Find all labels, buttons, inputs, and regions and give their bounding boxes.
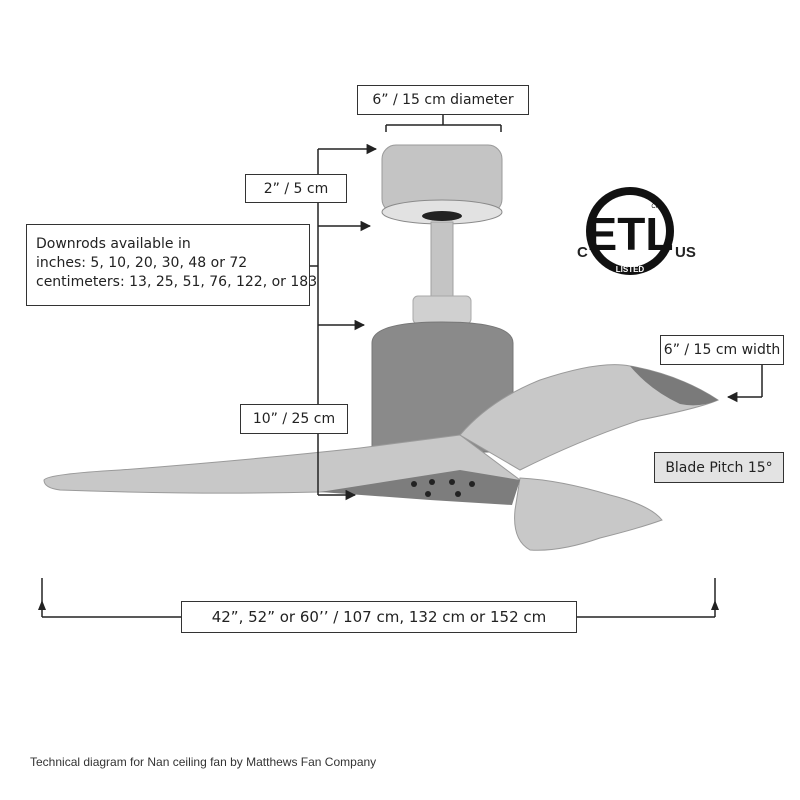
motor-height-label: 10” / 25 cm <box>240 404 348 434</box>
span-right-tick <box>711 600 719 610</box>
canopy <box>381 144 503 225</box>
fan-span-label: 42”, 52” or 60’’ / 107 cm, 132 cm or 152… <box>181 601 577 633</box>
downrod <box>430 221 454 303</box>
height-dimension-lines <box>310 143 378 501</box>
etl-listed-logo: ETL LISTED CM <box>586 187 674 275</box>
diagram-caption: Technical diagram for Nan ceiling fan by… <box>30 755 377 769</box>
etl-superscript: CM <box>651 204 660 210</box>
fan-blades <box>43 364 720 551</box>
downrod-line-1: Downrods available in <box>36 236 191 252</box>
canopy-diameter-dimension <box>385 115 502 132</box>
etl-us-label: US <box>675 244 696 261</box>
span-dimension <box>41 578 716 618</box>
blade-right-front <box>514 477 663 551</box>
etl-c-label: C <box>577 244 588 261</box>
etl-listed-text: LISTED <box>616 265 645 274</box>
blade-width-label: 6” / 15 cm width <box>660 335 784 365</box>
blade-pitch-label: Blade Pitch 15° <box>654 452 784 483</box>
downrod-options-label: Downrods available in inches: 5, 10, 20,… <box>26 224 318 306</box>
blade-left <box>43 434 522 494</box>
hub-underside <box>320 470 520 505</box>
span-left-tick <box>38 600 46 610</box>
motor-collar <box>412 295 472 325</box>
canopy-height-label: 2” / 5 cm <box>245 174 347 203</box>
canopy-diameter-label: 6” / 15 cm diameter <box>357 85 529 115</box>
downrod-line-2: inches: 5, 10, 20, 30, 48 or 72 <box>36 255 248 271</box>
blade-width-callout <box>726 365 763 403</box>
etl-mark-text: ETL <box>587 208 674 260</box>
downrod-line-3: centimeters: 13, 25, 51, 76, 122, or 183 <box>36 274 318 290</box>
